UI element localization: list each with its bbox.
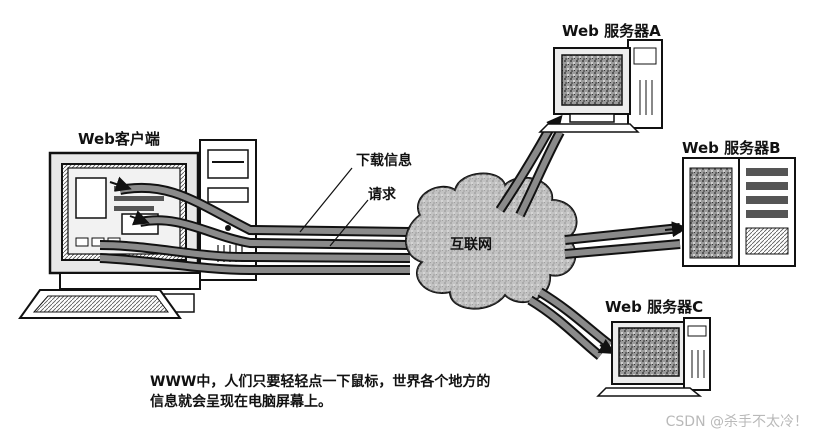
server-a-label: Web 服务器A	[562, 22, 661, 40]
client-monitor	[48, 151, 201, 315]
request-label: 请求	[368, 187, 396, 203]
server-c-label: Web 服务器C	[605, 298, 704, 316]
caption-line-2: 信息就会呈现在电脑屏幕上。	[150, 394, 332, 410]
client-internet-links	[99, 176, 411, 275]
internet-label: 互联网	[450, 237, 492, 253]
caption: WWW中，人们只要轻轻点一下鼠标，世界各个地方的 信息就会呈现在电脑屏幕上。	[150, 372, 590, 412]
internet-cloud	[405, 172, 578, 310]
download-leader-line	[299, 167, 353, 233]
request-leader-line	[329, 199, 369, 247]
server-c-computer	[596, 317, 711, 397]
server-a-computer	[538, 39, 663, 133]
server-b-label: Web 服务器B	[682, 139, 781, 157]
client-label: Web客户端	[78, 130, 160, 148]
server-b-rack	[682, 157, 796, 267]
client-keyboard	[18, 289, 182, 319]
caption-line-1: WWW中，人们只要轻轻点一下鼠标，世界各个地方的	[150, 374, 491, 390]
watermark: CSDN @杀手不太冷！	[665, 414, 808, 430]
download-label: 下载信息	[356, 153, 412, 169]
internet-server-links	[495, 114, 688, 360]
